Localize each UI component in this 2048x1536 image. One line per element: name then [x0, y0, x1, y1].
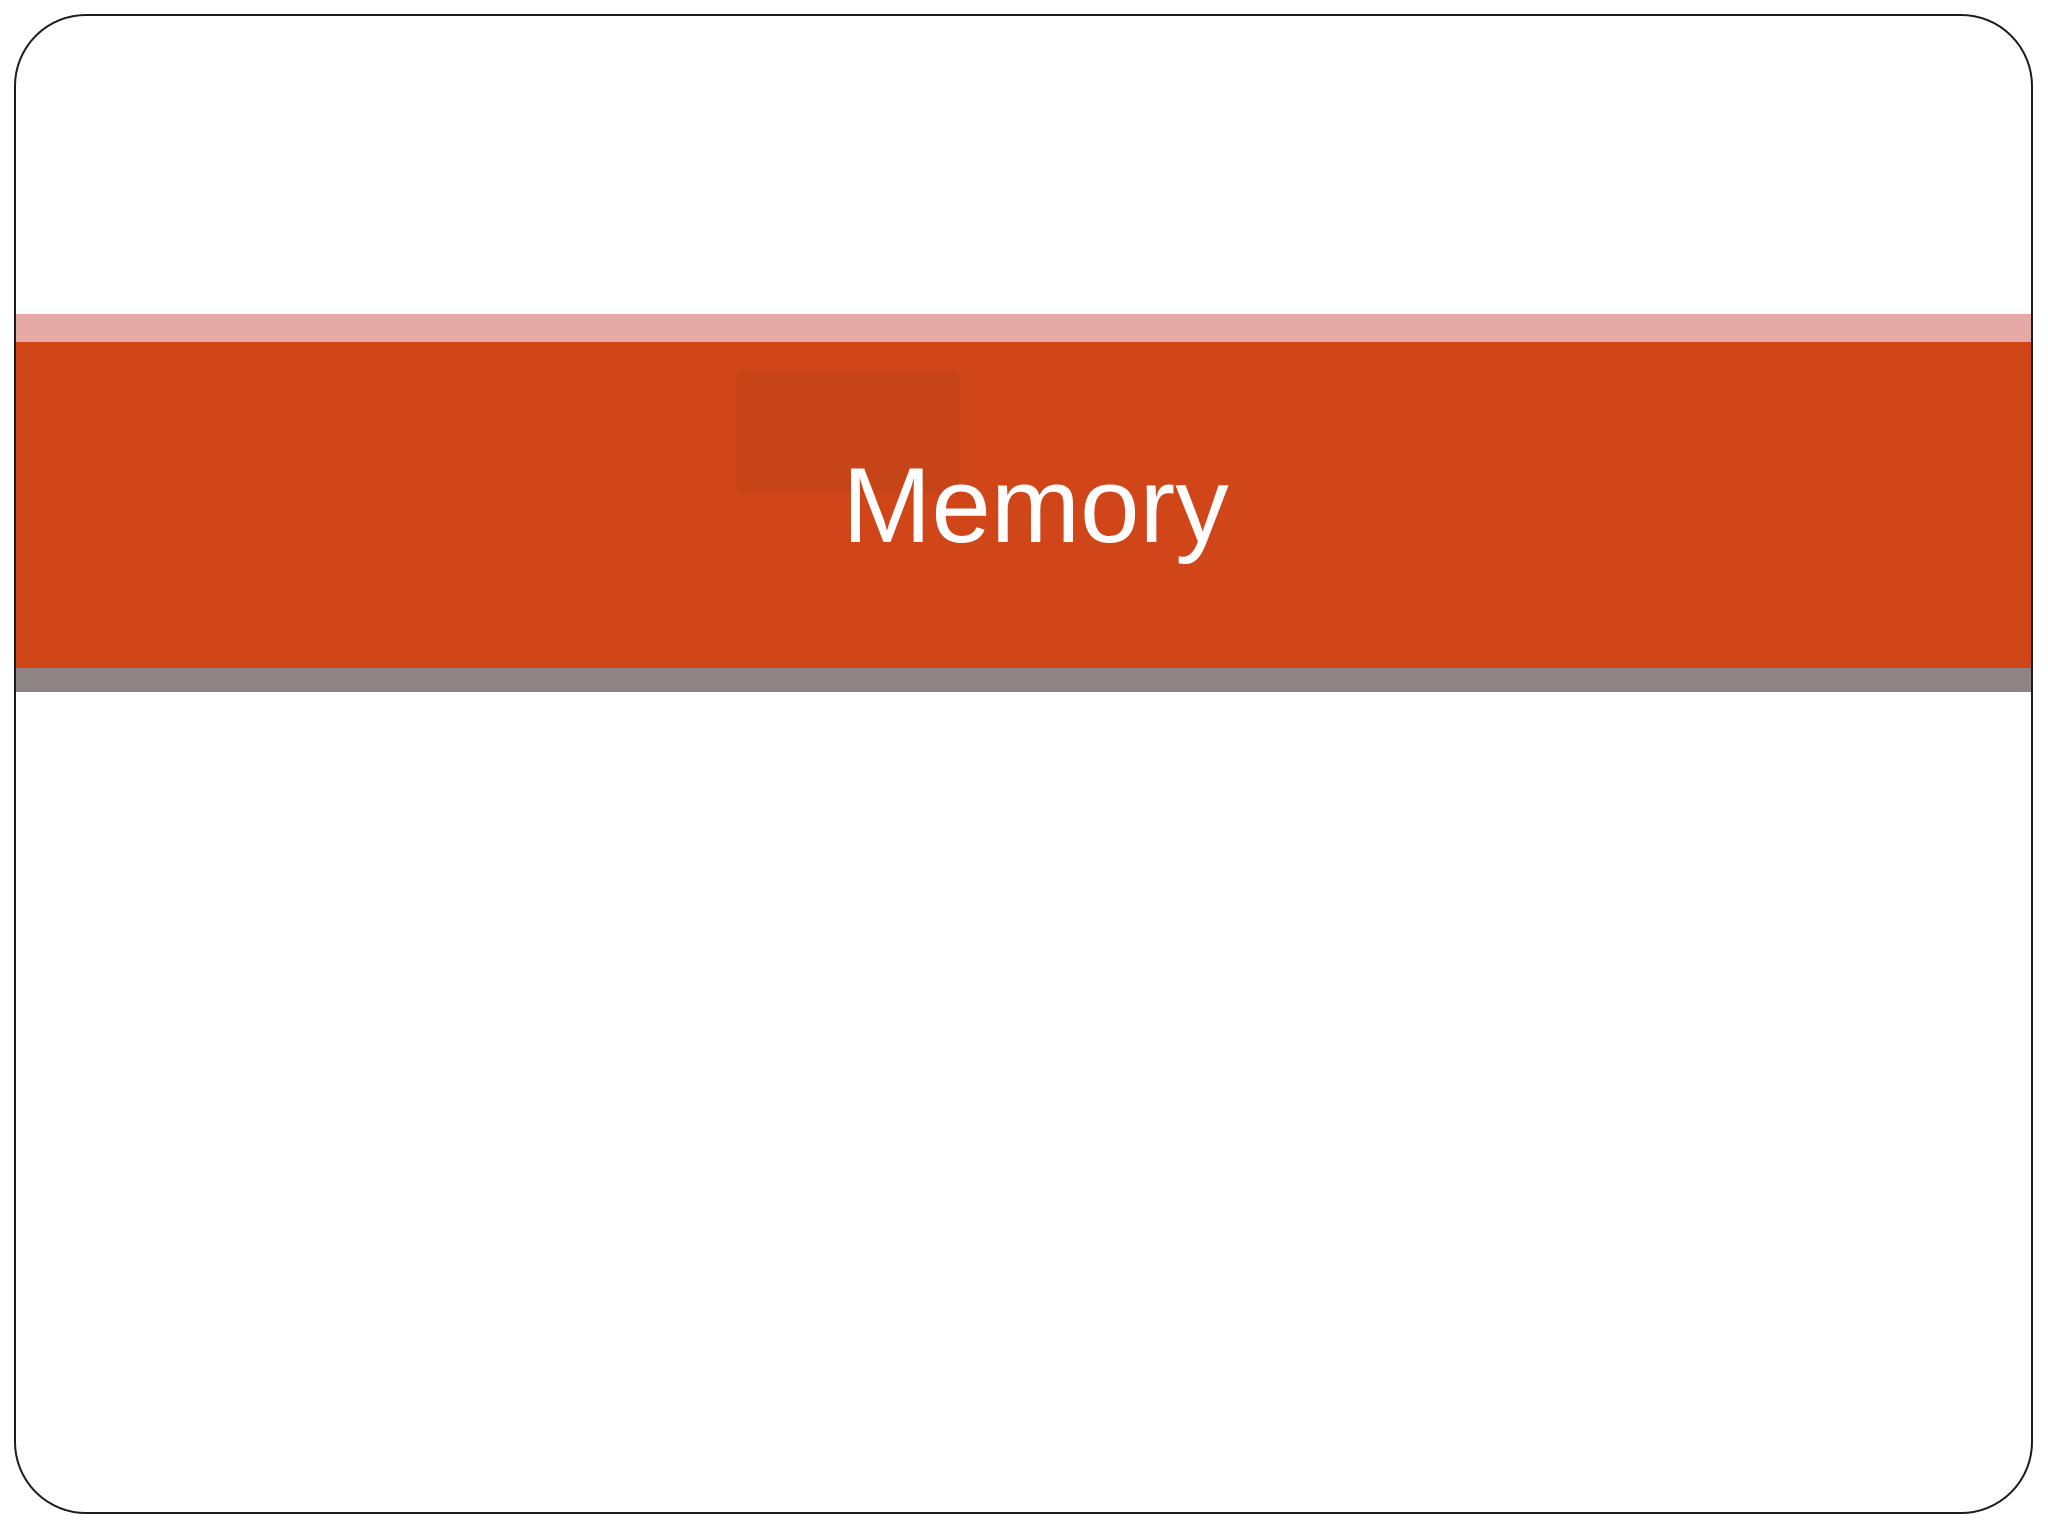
slide-title: Memory	[842, 444, 1229, 565]
title-banner: Memory	[16, 342, 2031, 668]
presentation-slide: Memory	[14, 14, 2033, 1514]
title-placeholder-shade	[737, 370, 959, 494]
title-banner-top-accent-bar	[16, 314, 2031, 342]
title-banner-bottom-accent-bar	[16, 668, 2031, 692]
